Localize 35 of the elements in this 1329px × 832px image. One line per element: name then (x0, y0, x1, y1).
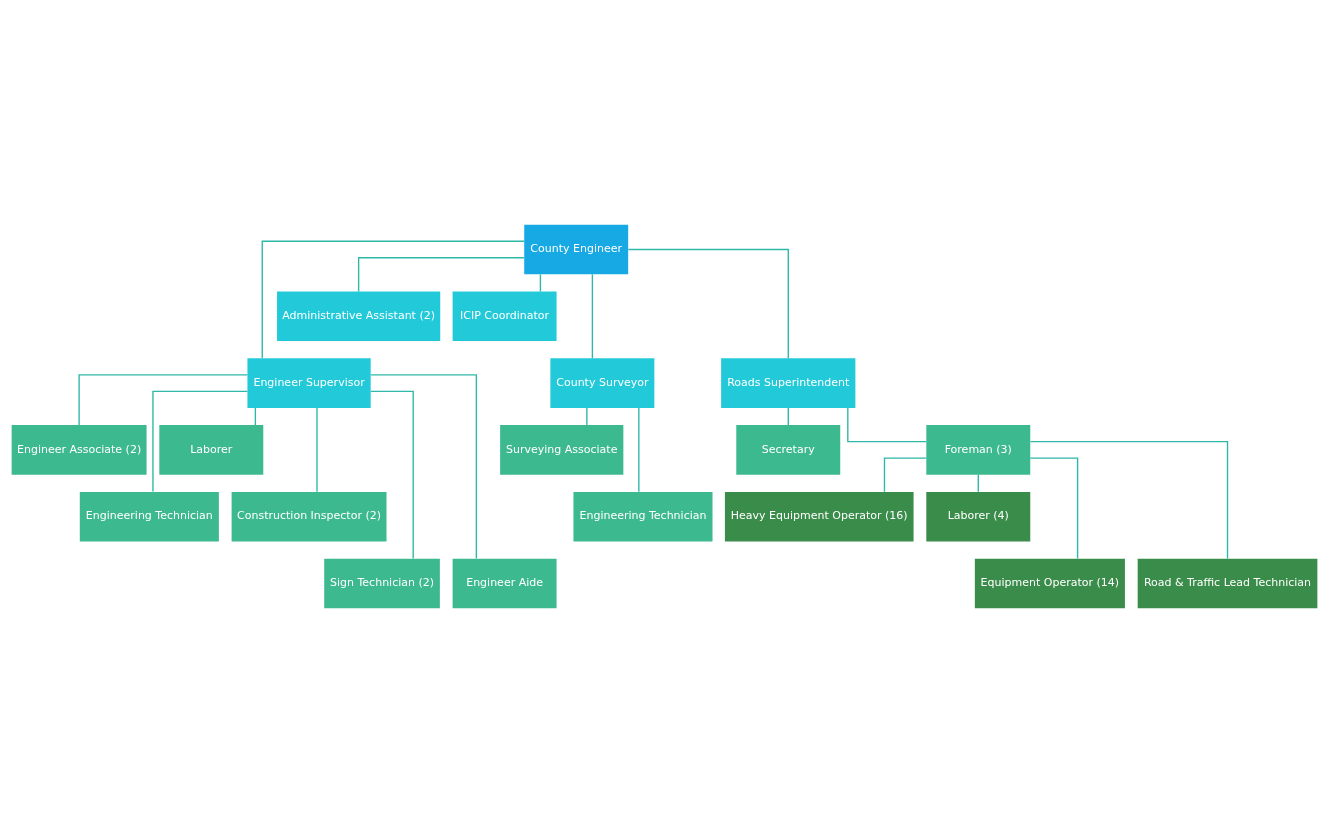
node-box: Engineering Technician (79, 491, 219, 541)
connector (316, 406, 318, 492)
node-box: Laborer (4) (926, 491, 1031, 541)
connector (638, 406, 640, 492)
connector (357, 256, 525, 292)
connector (883, 456, 927, 493)
node-box: Heavy Equipment Operator (16) (724, 491, 914, 541)
node-box: County Engineer (524, 224, 629, 274)
node-box: Secretary (736, 424, 841, 475)
node-box: Administrative Assistant (2) (277, 291, 441, 341)
node-box: Construction Inspector (2) (231, 491, 387, 541)
node-box: County Surveyor (550, 357, 655, 408)
connector (261, 240, 525, 359)
connector (627, 248, 789, 359)
node-box: Sign Technician (2) (324, 558, 440, 608)
connector (847, 406, 927, 442)
node-box: Engineer Supervisor (247, 357, 371, 408)
connector (370, 373, 478, 559)
connector (591, 273, 594, 359)
node-box: Laborer (159, 424, 264, 475)
node-box: Roads Superintendent (721, 357, 856, 408)
node-box: Engineer Aide (452, 558, 557, 608)
connector (586, 406, 588, 426)
connector (1029, 456, 1079, 559)
node-box: Surveying Associate (500, 424, 624, 475)
connector (78, 373, 249, 426)
connector (1029, 440, 1229, 559)
node-box: Engineering Technician (573, 491, 713, 541)
node-box: ICIP Coordinator (452, 291, 557, 341)
node-box: Road & Traffic Lead Technician (1137, 558, 1318, 608)
node-box: Equipment Operator (14) (974, 558, 1125, 608)
node-box: Engineer Associate (2) (11, 424, 147, 475)
connector (370, 390, 414, 559)
connector (152, 390, 249, 492)
node-box: Foreman (3) (926, 424, 1031, 475)
